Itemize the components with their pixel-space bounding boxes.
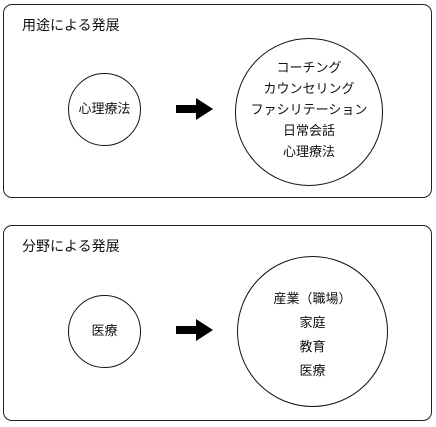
source-label: 心理療法 [78,102,131,117]
target-item-psychotherapy: 心理療法 [282,145,335,160]
target-item-education: 教育 [299,340,326,355]
panel-usage-development: 用途による発展 心理療法 コーチング カウンセリング ファシリテーション 日常会… [3,4,432,198]
panel-title: 分野による発展 [22,239,120,255]
target-item-medical: 医療 [299,364,326,379]
targets-circle [237,256,388,407]
source-circle [68,73,141,146]
arrow-head [196,319,213,341]
targets-circle [235,38,383,186]
right-arrow-icon [176,319,213,341]
target-item-industry: 産業（職場） [273,292,352,307]
source-circle [68,295,141,368]
panel-field-development: 分野による発展 医療 産業（職場） 家庭 教育 医療 [3,225,432,421]
arrow-shaft [176,326,198,334]
target-item-daily-conversation: 日常会話 [282,124,335,139]
right-arrow-icon [176,98,213,120]
target-item-facilitation: ファシリテーション [250,103,368,118]
arrow-head [196,98,213,120]
arrow-shaft [176,105,198,113]
target-item-coaching: コーチング [276,61,342,76]
target-item-counseling: カウンセリング [263,82,355,97]
target-list: 産業（職場） 家庭 教育 医療 [237,288,388,384]
source-label: 医療 [91,324,118,339]
target-list: コーチング カウンセリング ファシリテーション 日常会話 心理療法 [235,58,383,163]
panel-title: 用途による発展 [22,18,120,34]
target-item-home: 家庭 [299,316,326,331]
